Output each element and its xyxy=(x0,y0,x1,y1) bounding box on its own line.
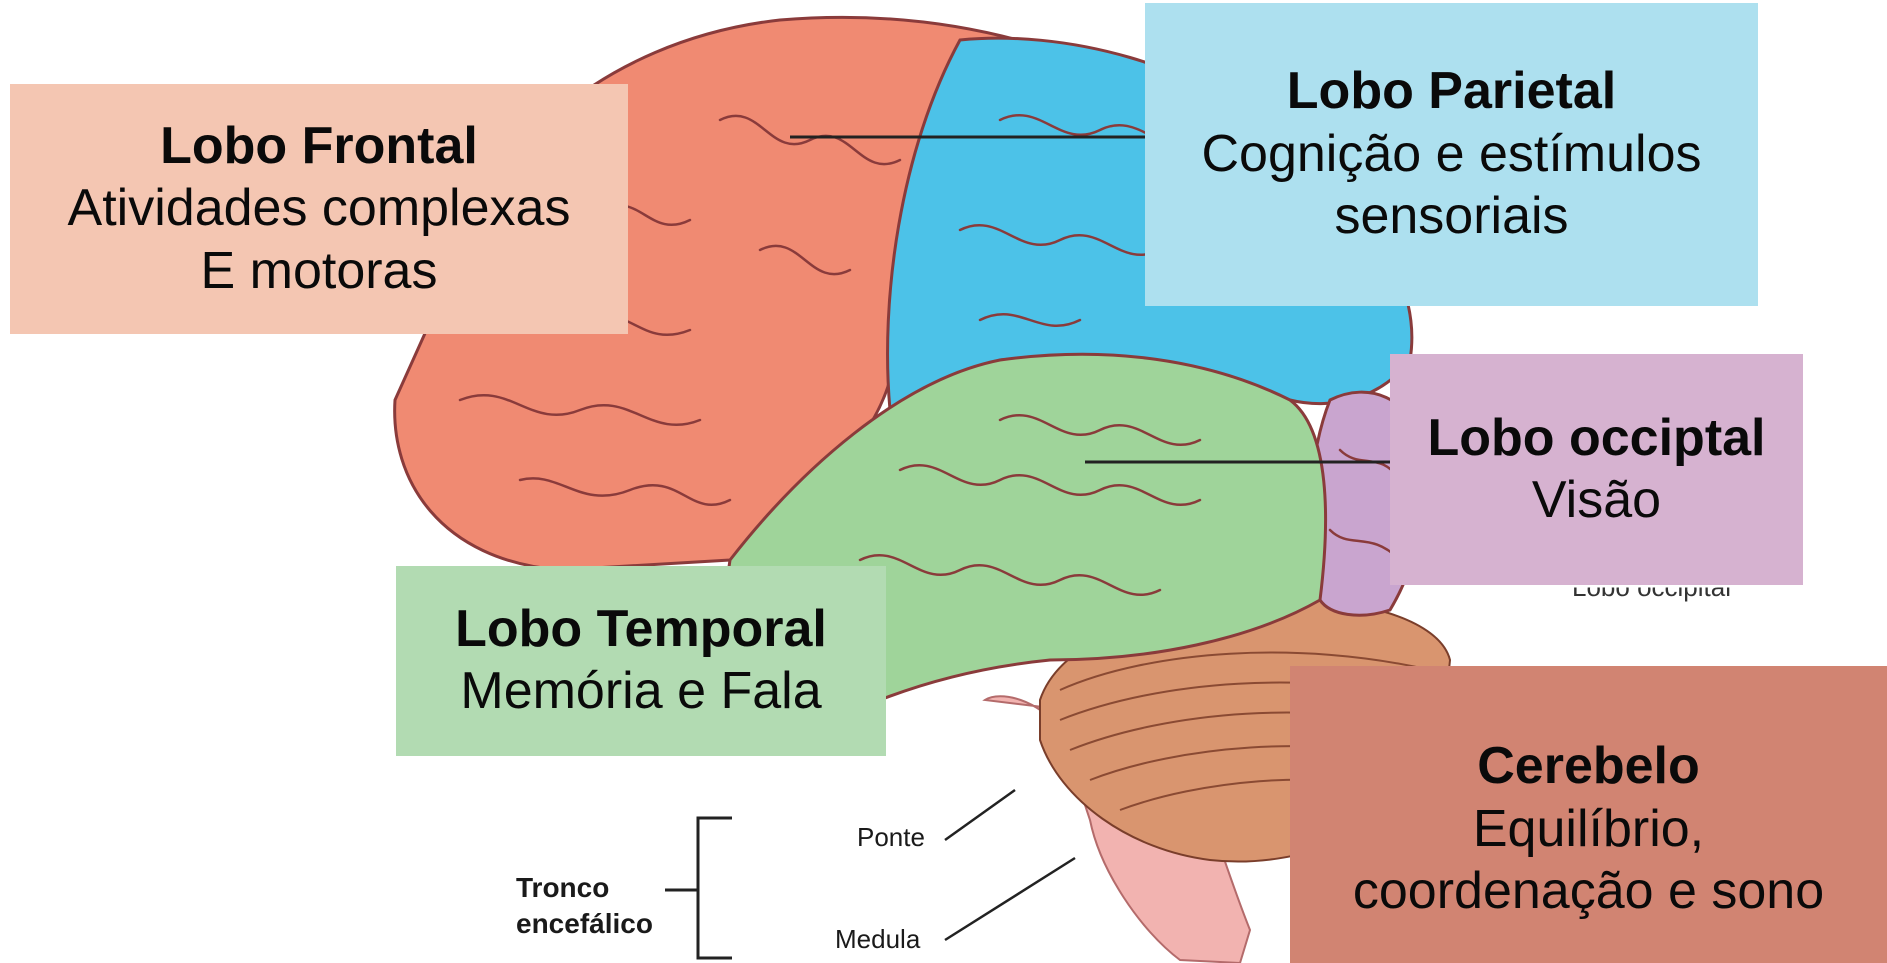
occipital-lobe-desc-line1: Visão xyxy=(1532,469,1661,531)
tronco-encefalico-label: Tronco encefálico xyxy=(516,870,653,942)
cerebelo-title: Cerebelo xyxy=(1477,736,1700,797)
occipital-lobe-title: Lobo occiptal xyxy=(1428,408,1766,469)
cerebelo-desc-line2: coordenação e sono xyxy=(1353,860,1824,922)
cerebelo-box: Cerebelo Equilíbrio, coordenação e sono xyxy=(1290,666,1887,963)
temporal-lobe-title: Lobo Temporal xyxy=(455,599,827,660)
temporal-lobe-box: Lobo Temporal Memória e Fala xyxy=(396,566,886,756)
ponte-pointer-line xyxy=(945,790,1015,840)
frontal-lobe-desc-line1: Atividades complexas xyxy=(68,177,571,239)
ponte-label: Ponte xyxy=(857,822,925,853)
occipital-lobe-box: Lobo occiptal Visão xyxy=(1390,354,1803,585)
medula-label: Medula xyxy=(835,924,920,955)
tronco-bracket xyxy=(665,818,732,958)
parietal-lobe-desc-line2: sensoriais xyxy=(1334,185,1568,247)
frontal-lobe-box: Lobo Frontal Atividades complexas E moto… xyxy=(10,84,628,334)
tronco-label-line2: encefálico xyxy=(516,906,653,942)
frontal-lobe-desc-line2: E motoras xyxy=(201,240,438,302)
parietal-lobe-box: Lobo Parietal Cognição e estímulos senso… xyxy=(1145,3,1758,306)
frontal-lobe-title: Lobo Frontal xyxy=(160,116,478,177)
cerebelo-desc-line1: Equilíbrio, xyxy=(1473,798,1704,860)
medula-pointer-line xyxy=(945,858,1075,940)
temporal-lobe-desc-line1: Memória e Fala xyxy=(460,660,821,722)
parietal-lobe-title: Lobo Parietal xyxy=(1287,61,1616,122)
tronco-label-line1: Tronco xyxy=(516,870,653,906)
parietal-lobe-desc-line1: Cognição e estímulos xyxy=(1201,123,1701,185)
